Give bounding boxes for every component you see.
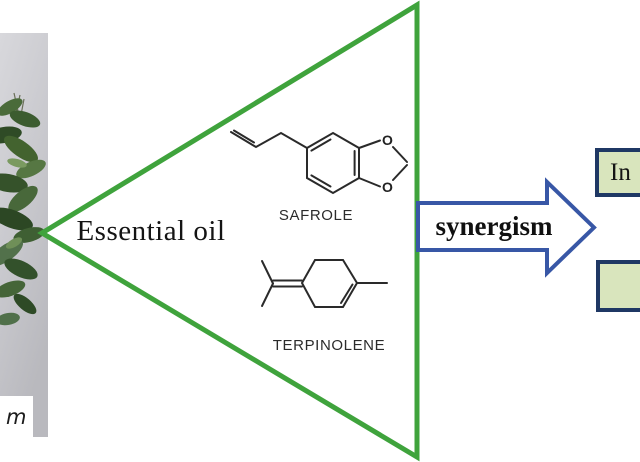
outcome-box-top-label: In bbox=[610, 158, 631, 186]
synergism-label: synergism bbox=[435, 211, 553, 241]
safrole-structure-icon: O O bbox=[230, 129, 408, 195]
terpinolene-name-label: TERPINOLENE bbox=[272, 337, 386, 354]
safrole-name-label: SAFROLE bbox=[278, 207, 354, 224]
terpinolene-structure-icon bbox=[261, 259, 388, 308]
plant-leaves-icon bbox=[0, 33, 48, 437]
essential-oil-label: Essential oil bbox=[76, 215, 226, 247]
outcome-box-top: In bbox=[595, 148, 640, 197]
outcome-box-bottom bbox=[596, 260, 640, 312]
plant-photo bbox=[0, 33, 48, 437]
photo-scale-label: m bbox=[0, 396, 33, 437]
leaf-cluster bbox=[0, 92, 46, 326]
oxygen-atom-label: O bbox=[382, 179, 393, 195]
scale-text: m bbox=[6, 404, 27, 429]
oxygen-atom-label: O bbox=[382, 132, 393, 148]
